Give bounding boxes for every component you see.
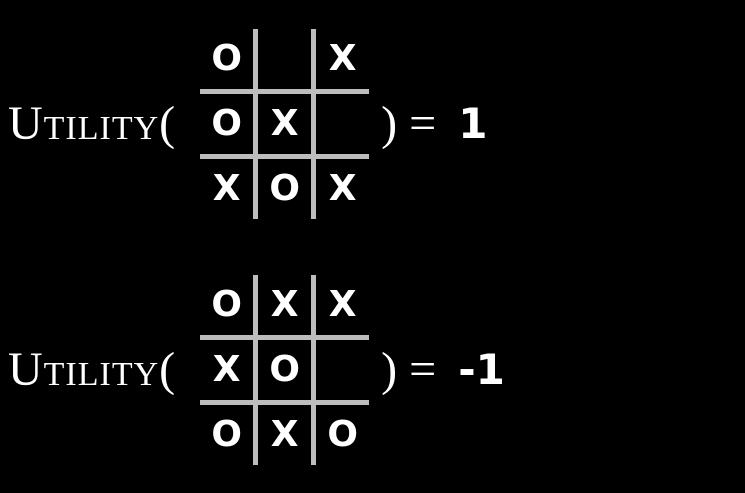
board1-cell-2-0: X <box>200 158 254 219</box>
tictactoe-board-1: O X O X X O X <box>200 28 370 219</box>
board1-cell-1-0: O <box>200 93 254 154</box>
board2-cell-0-1: X <box>258 274 312 335</box>
board1-cell-1-2 <box>316 93 370 154</box>
board2-cell-2-0: O <box>200 404 254 465</box>
board1-cell-2-2: X <box>316 158 370 219</box>
board1-cell-2-1: O <box>258 158 312 219</box>
utility-expression-1: Utility( O X O X X O X ) = 1 <box>8 28 745 219</box>
close-paren-equals-2: ) = <box>381 343 437 396</box>
board2-cell-0-2: X <box>316 274 370 335</box>
utility-value-1: 1 <box>458 99 488 148</box>
board1-cell-0-0: O <box>200 28 254 89</box>
board2-cell-0-0: O <box>200 274 254 335</box>
utility-expression-2: Utility( O X X X O O X O ) = -1 <box>8 274 745 465</box>
board2-cell-1-1: O <box>258 339 312 400</box>
board2-cell-1-0: X <box>200 339 254 400</box>
board2-cell-2-2: O <box>316 404 370 465</box>
utility-value-2: -1 <box>458 345 505 394</box>
board1-cell-1-1: X <box>258 93 312 154</box>
board2-cell-1-2 <box>316 339 370 400</box>
board1-cell-0-2: X <box>316 28 370 89</box>
utility-label-2: Utility( <box>8 343 177 396</box>
board1-cell-0-1 <box>258 28 312 89</box>
close-paren-equals-1: ) = <box>381 97 437 150</box>
tictactoe-board-2: O X X X O O X O <box>200 274 370 465</box>
utility-label-1: Utility( <box>8 97 177 150</box>
board2-cell-2-1: X <box>258 404 312 465</box>
